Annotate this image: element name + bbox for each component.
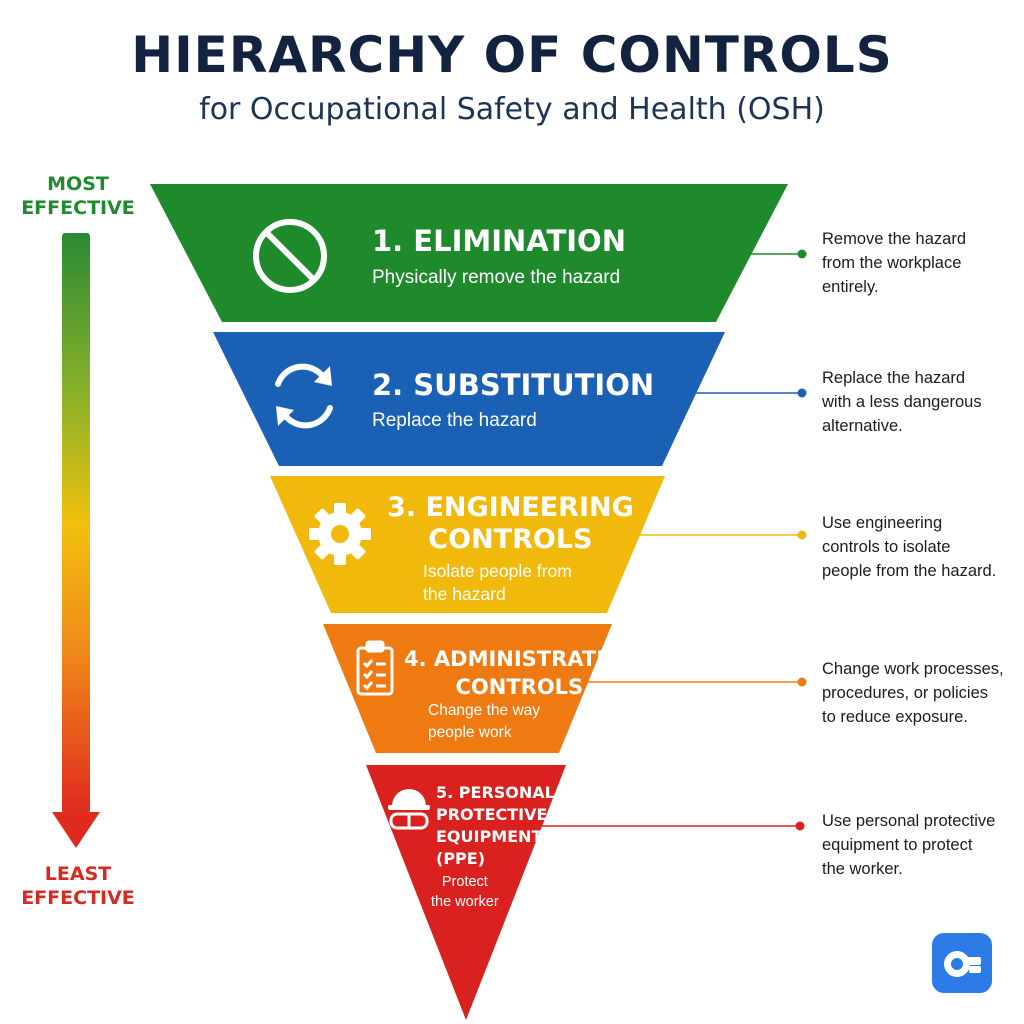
level-2-description: Replace the hazard with a less dangerous…	[822, 369, 982, 435]
effectiveness-arrow-shaft	[62, 233, 90, 813]
app-logo-badge	[932, 933, 992, 993]
level-5-subtitle: Protect the worker	[431, 874, 499, 910]
page-title: HIERARCHY OF CONTROLS	[131, 26, 893, 84]
gear-icon	[309, 503, 371, 565]
level-1-title: 1. ELIMINATION	[372, 224, 626, 258]
connector-engineering	[636, 530, 807, 540]
band-substitution	[213, 332, 725, 466]
connector-substitution	[675, 388, 807, 398]
effectiveness-arrow-head	[52, 812, 100, 848]
swap-arrows-icon	[275, 363, 333, 429]
page-subtitle: for Occupational Safety and Health (OSH)	[199, 92, 825, 127]
level-5-description: Use personal protective equipment to pro…	[822, 812, 996, 878]
level-3-subtitle: Isolate people from the hazard	[423, 561, 572, 604]
level-1-subtitle: Physically remove the hazard	[372, 267, 621, 288]
level-5-title: 5. PERSONAL PROTECTIVE EQUIPMENT (PPE)	[436, 783, 555, 868]
band-administrative	[323, 624, 612, 753]
level-2-subtitle: Replace the hazard	[372, 410, 537, 431]
clipboard-checklist-icon	[356, 640, 394, 696]
level-4-title: 4. ADMINISTRATIVE CONTROLS	[404, 647, 635, 699]
level-3-description: Use engineering controls to isolate peop…	[822, 514, 997, 580]
app-logo-icon	[944, 951, 981, 977]
most-effective-label: MOST EFFECTIVE	[21, 173, 135, 219]
level-2-title: 2. SUBSTITUTION	[372, 368, 655, 402]
band-engineering	[270, 476, 665, 613]
level-1-description: Remove the hazard from the workplace ent…	[822, 230, 966, 296]
connector-ppe	[538, 821, 805, 831]
level-3-title: 3. ENGINEERING CONTROLS	[387, 492, 634, 555]
level-4-subtitle: Change the way people work	[428, 702, 541, 741]
level-4-description: Change work processes, procedures, or po…	[822, 660, 1004, 726]
no-entry-icon	[253, 219, 327, 293]
connector-elimination	[730, 249, 807, 259]
hardhat-goggles-icon	[388, 789, 430, 830]
band-elimination	[150, 184, 788, 322]
connector-administrative	[576, 677, 807, 687]
least-effective-label: LEAST EFFECTIVE	[21, 863, 135, 909]
